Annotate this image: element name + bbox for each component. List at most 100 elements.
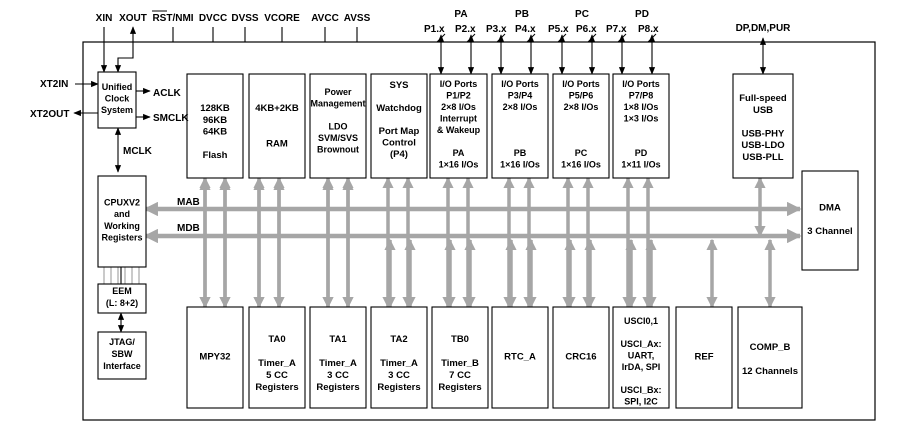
usb-pins-label: DP,DM,PUR (736, 23, 792, 34)
sys-block-text: (P4) (390, 149, 408, 160)
jtag-block-text: Interface (103, 361, 141, 371)
io-ports-pd-block-text: 1×3 I/Os (624, 114, 659, 124)
usci-block-text: UART, (628, 351, 655, 361)
dma-block-text: 3 Channel (807, 226, 852, 237)
pin-p7x-bus-slash (617, 33, 627, 43)
pin-p2x-label: P2.x (455, 24, 476, 35)
crc16-block: CRC16 (552, 306, 610, 409)
eem-block-text: EEM (112, 286, 132, 296)
flash-block-text: 64KB (203, 127, 227, 138)
eem-block-text: (L: 8+2) (106, 298, 138, 308)
pin-p8x-bus-slash (647, 33, 657, 43)
xt2in-pin-label: XT2IN (40, 79, 68, 90)
io-ports-pd-block-text: I/O Ports (622, 79, 660, 89)
ram-block-frame (248, 73, 306, 179)
vcore-pin-label: VCORE (264, 13, 300, 24)
power-management-block-frame (309, 73, 367, 179)
io-ports-pb-block-text: P3/P4 (508, 91, 533, 101)
cpu-block-text: Working (104, 221, 140, 231)
io-ports-pd-block-text: 1×8 I/Os (624, 102, 659, 112)
io-ports-pb-block-text: I/O Ports (501, 79, 539, 89)
sys-block-text: Port Map (379, 126, 420, 137)
port-pc-label: PC (575, 9, 589, 20)
port-pb-label: PB (515, 9, 529, 20)
avcc-pin-label: AVCC (311, 13, 339, 24)
eem-block: EEM (L: 8+2) (97, 283, 147, 314)
mpy32-block-text: MPY32 (199, 351, 230, 362)
pin-p5x-bus-slash (557, 33, 567, 43)
mab-bus-label: MAB (177, 197, 200, 208)
power-management-block-text: LDO (329, 122, 348, 132)
top-pin-labels: XIN XOUT RST/NMI DVCC DVSS VCORE AVCC AV… (96, 10, 792, 34)
ta0-block-frame (248, 306, 306, 409)
usb-block-text: Full-speed (739, 93, 787, 104)
ta1-block-text: Timer_A (319, 358, 357, 369)
pin-p6x-label: P6.x (576, 24, 597, 35)
flash-block-frame (186, 73, 244, 179)
pin-p3x-label: P3.x (486, 24, 507, 35)
pin-p5x-label: P5.x (548, 24, 569, 35)
pin-p1x-bus-slash (436, 33, 446, 43)
dvss-pin-label: DVSS (231, 13, 259, 24)
clock-system-block-text: Clock (105, 94, 131, 104)
comp-b-block-text: 12 Channels (742, 366, 798, 377)
ta0-block-text: Registers (255, 382, 298, 393)
bus-connections (103, 176, 802, 309)
usci-block-text: USCI0,1 (624, 316, 658, 326)
usci-block-text: IrDA, SPI (622, 362, 661, 372)
xout-pin-label: XOUT (119, 13, 147, 24)
comp-b-block-text: COMP_B (750, 342, 791, 353)
comp-b-block: COMP_B 12 Channels (737, 306, 803, 409)
rtc-block-text: RTC_A (504, 351, 536, 362)
mclk-signal-label: MCLK (123, 146, 153, 157)
sys-block-text: Control (382, 138, 416, 149)
port-pd-label: PD (635, 9, 649, 20)
chip-outline (82, 41, 876, 421)
io-ports-pb-block-frame (491, 73, 549, 179)
usb-block-frame (732, 73, 794, 179)
pin-p8x-label: P8.x (638, 24, 659, 35)
io-ports-pa-block-text: & Wakeup (437, 125, 481, 135)
power-management-block-text: Management (310, 99, 365, 109)
io-ports-pd-block-text: 1×11 I/Os (621, 160, 660, 170)
dma-block-frame (801, 170, 859, 271)
mpy32-block-frame (186, 306, 244, 409)
pin-p1x-label: P1.x (424, 24, 445, 35)
rst-nmi-pin-label: RST/NMI (152, 13, 193, 24)
pin-p7x-label: P7.x (606, 24, 627, 35)
power-management-block-text: SVM/SVS (318, 133, 358, 143)
pin-p6x-bus-slash (587, 33, 597, 43)
ta1-block-text: TA1 (329, 334, 347, 345)
cpu-block-text: CPUXV2 (104, 197, 140, 207)
pin-p2x-bus-slash (466, 33, 476, 43)
ta1-block-text: Registers (316, 382, 359, 393)
io-ports-pc-block-text: PC (575, 148, 588, 158)
ta2-block-text: Timer_A (380, 358, 418, 369)
jtag-block-text: JTAG/ (109, 337, 135, 347)
ram-block-text: 4KB+2KB (255, 103, 299, 114)
ref-block: REF (675, 306, 733, 409)
crc16-block-frame (552, 306, 610, 409)
tb0-block-text: 7 CC (449, 370, 471, 381)
crc16-block-text: CRC16 (565, 351, 596, 362)
io-ports-pc-block-text: 2×8 I/Os (564, 102, 599, 112)
cpu-block-text: and (114, 209, 130, 219)
io-ports-pd-block-frame (612, 73, 670, 179)
clock-system-block-text: System (101, 105, 133, 115)
dma-block-text: DMA (819, 203, 841, 214)
io-ports-pd-block-text: P7/P8 (629, 91, 654, 101)
ta1-block-text: 3 CC (327, 370, 349, 381)
